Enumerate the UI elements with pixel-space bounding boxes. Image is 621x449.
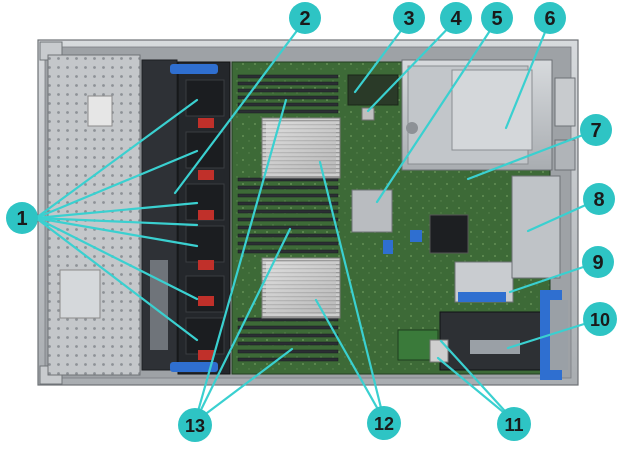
callout-6-label: 6 [544,8,555,30]
callout-13-label: 13 [185,416,205,436]
callout-4: 4 [440,2,472,34]
callout-5: 5 [481,2,513,34]
callout-7: 7 [580,114,612,146]
callout-8-label: 8 [593,189,604,211]
callout-7-label: 7 [590,120,601,142]
callout-3-label: 3 [403,8,414,30]
callout-11: 11 [497,407,531,441]
callout-6: 6 [534,2,566,34]
callout-4-label: 4 [450,8,462,30]
callout-13: 13 [178,408,212,442]
callout-8: 8 [583,183,615,215]
callout-9-label: 9 [592,252,603,274]
riser-cage [401,59,553,171]
callout-3: 3 [393,2,425,34]
heatsinks [261,117,341,319]
fan-modules [185,79,225,360]
callout-9: 9 [582,246,614,278]
callout-12-label: 12 [374,414,394,434]
callout-2-label: 2 [299,8,310,30]
callout-11-label: 11 [504,415,523,435]
drive-cage [47,54,178,376]
callout-2: 2 [289,2,321,34]
system-board [231,61,551,375]
fan-bay [170,61,231,375]
callout-10: 10 [583,302,617,336]
callout-1-label: 1 [16,208,27,230]
callout-12: 12 [367,406,401,440]
callout-5-label: 5 [491,8,502,30]
callout-10-label: 10 [590,310,610,330]
callout-1: 1 [6,202,38,234]
